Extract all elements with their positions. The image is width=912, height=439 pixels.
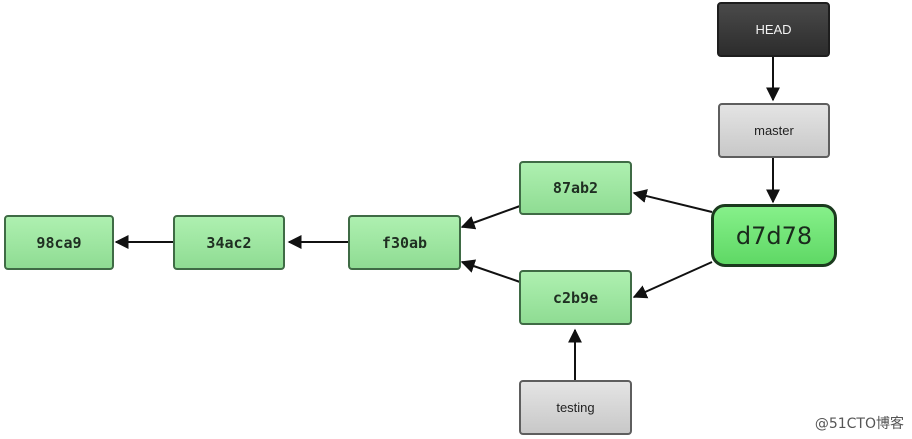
arrow-c2b9e-to-f30ab xyxy=(460,259,521,283)
arrow-d7d78-to-c2b9e xyxy=(632,261,713,299)
commit-f30ab: f30ab xyxy=(348,215,461,270)
ref-testing: testing xyxy=(519,380,632,435)
ref-head: HEAD xyxy=(717,2,830,57)
ref-master: master xyxy=(718,103,830,158)
commit-87ab2: 87ab2 xyxy=(519,161,632,215)
arrow-d7d78-to-87ab2 xyxy=(632,189,713,213)
commit-c2b9e: c2b9e xyxy=(519,270,632,325)
arrow-87ab2-to-f30ab xyxy=(460,205,521,230)
commit-98ca9: 98ca9 xyxy=(4,215,114,270)
watermark: @51CTO博客 xyxy=(814,416,904,432)
commit-34ac2: 34ac2 xyxy=(173,215,285,270)
commit-d7d78: d7d78 xyxy=(711,204,837,267)
